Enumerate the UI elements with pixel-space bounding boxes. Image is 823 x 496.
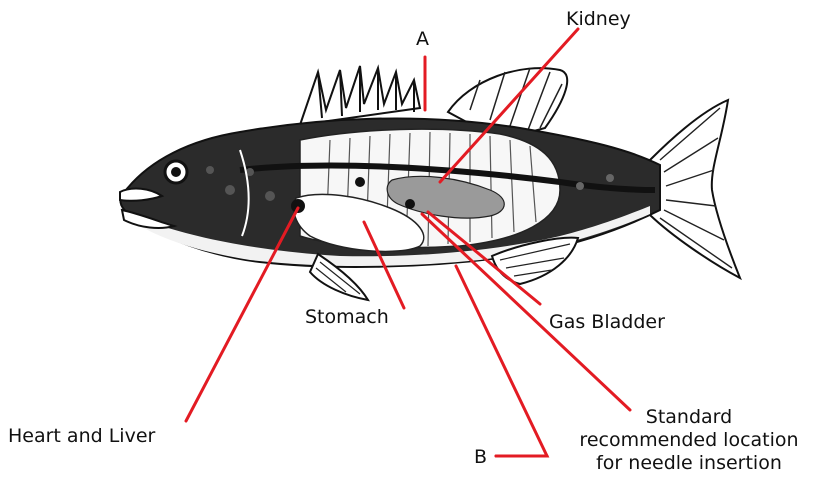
label-heart-and-liver: Heart and Liver <box>8 425 155 448</box>
spiny-dorsal-fin <box>300 66 420 125</box>
label-a: A <box>416 28 429 51</box>
leader-line-b <box>456 266 547 456</box>
fish-body <box>120 118 660 266</box>
label-stomach: Stomach <box>305 306 389 329</box>
label-b: B <box>474 446 487 469</box>
label-standard-line-1: Standard <box>558 406 820 429</box>
label-standard-location: Standard recommended location for needle… <box>558 406 820 474</box>
label-standard-line-3: for needle insertion <box>558 452 820 475</box>
caudal-fin <box>650 100 740 278</box>
label-gas-bladder: Gas Bladder <box>549 311 665 334</box>
label-standard-line-2: recommended location <box>558 429 820 452</box>
label-kidney: Kidney <box>566 8 631 31</box>
